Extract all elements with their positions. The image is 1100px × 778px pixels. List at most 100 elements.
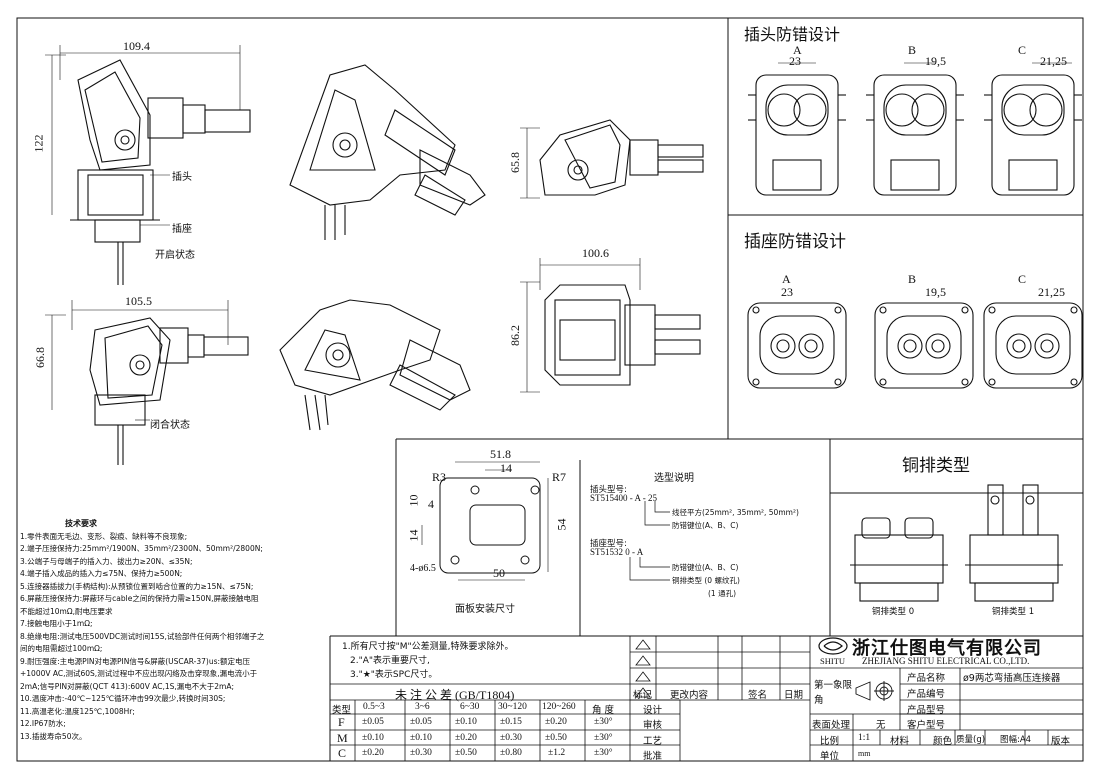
company-name: 浙江仕图电气有限公司	[852, 638, 1042, 659]
panel-bottom-dim: 50	[493, 566, 505, 580]
product-name-label: 产品名称	[907, 673, 946, 684]
tol-cell: ±0.30	[500, 733, 522, 743]
rev-header: 标记	[633, 690, 653, 701]
rev-header: 日期	[784, 690, 804, 701]
company-logo-text: SHITU	[820, 656, 846, 666]
tech-line: 12.IP67防水;	[20, 719, 66, 728]
tol-cell: ±30°	[594, 748, 613, 758]
socket-model-label: 插座型号:	[590, 539, 627, 549]
tol-cell: ±0.20	[545, 717, 567, 727]
panel-h1-dim: 10	[406, 494, 421, 507]
company-name-en: ZHEJIANG SHITU ELECTRICAL CO.,LTD.	[862, 656, 1030, 666]
tech-line: 不能超过10mΩ,耐电压要求	[20, 606, 113, 616]
company-logo-icon	[818, 637, 848, 655]
plug-variant-a-letter: A	[793, 43, 802, 57]
side-view-open	[520, 119, 704, 199]
product-no-label: 产品编号	[907, 689, 946, 700]
closed-height-dim: 66.8	[33, 347, 47, 368]
tech-line: 11.高温老化:温度125℃,1008Hr;	[20, 706, 135, 716]
tol-header: 3~6	[415, 702, 430, 712]
busbar-type-spec: 铜排类型 (0 螺纹孔)	[672, 576, 740, 585]
side-closed-height-dim: 86.2	[508, 325, 522, 346]
rev-header: 签名	[748, 690, 768, 701]
projection-label: 第一象限角	[814, 680, 853, 706]
role-label: 设计	[643, 705, 663, 716]
tech-title: 技术要求	[65, 519, 97, 528]
tol-row-type: F	[338, 715, 345, 729]
panel-h4-dim: 54	[554, 518, 569, 531]
panel-h2-dim: 4	[428, 497, 434, 511]
tech-line: +1000V AC,测试60S,测试过程中不应出现闪络及击穿现象,漏电流小于	[20, 669, 258, 678]
tol-cell: ±1.2	[548, 748, 566, 758]
closed-width-dim: 105.5	[125, 294, 152, 308]
socket-variant-b-letter: B	[908, 272, 917, 286]
tol-cell: ±0.20	[455, 733, 477, 743]
tech-line: 8.绝缘电阻:测试电压500VDC测试时间15S,试验部件任何两个相邻端子之	[20, 631, 265, 641]
tol-cell: ±0.15	[500, 717, 522, 727]
panel-width-dim: 51.8	[490, 447, 511, 461]
panel-r2-dim: R7	[552, 470, 567, 484]
busbar-type0-label: 铜排类型 0	[872, 607, 915, 617]
socket-keying-drawings	[747, 302, 1083, 389]
tech-line: 9.耐压强度:主电源PIN对电源PIN信号&屏蔽(USCAR-37)us:额定电…	[20, 656, 251, 666]
side-open-height-dim: 65.8	[508, 152, 522, 173]
socket-variant-c-dim: 21,25	[1038, 285, 1065, 299]
side-closed-width-dim: 100.6	[582, 246, 609, 260]
customer-model-label: 客户型号	[907, 720, 946, 731]
tol-cell: ±0.50	[545, 733, 567, 743]
tol-cell: ±0.05	[362, 717, 384, 727]
tol-row-type: C	[338, 746, 347, 760]
tech-line: 6.屏蔽压接保持力:屏蔽环与cable之间的保持力需≥150N,屏蔽接触电阻	[20, 594, 259, 603]
socket-variant-b-dim: 19,5	[925, 285, 946, 299]
tech-line: 7.接触电阻小于1mΩ;	[20, 619, 93, 628]
tech-line: 2.端子压接保持力:25mm²/1900N、35mm²/2300N、50mm²/…	[20, 544, 263, 553]
plug-variant-a-dim: 23	[789, 54, 801, 68]
material-label: 材料	[890, 736, 910, 747]
sheet-label: 图幅:A4	[1000, 735, 1032, 745]
plug-variant-b-dim: 19,5	[925, 54, 946, 68]
tech-line: 2mA;信号PIN对屏蔽(QCT 413):600V AC,1S,漏电不大于2m…	[20, 681, 234, 691]
selection-title: 选型说明	[654, 473, 694, 484]
tech-line: 1.零件表面无毛边、变形、裂痕、缺料等不良现象;	[20, 531, 188, 541]
tech-line: 间的电阻需超过100mΩ;	[20, 644, 103, 653]
panel-h3-dim: 14	[406, 529, 421, 542]
busbar-type1-label: 铜排类型 1	[992, 607, 1035, 617]
remarks: 1.所有尺寸按"M"公差测量,特殊要求除外。 2."A"表示重要尺寸, 3."★…	[342, 640, 514, 682]
busbar-type-spec2: (1 通孔)	[708, 589, 737, 598]
iso-view-closed	[279, 299, 471, 431]
product-model-label: 产品型号	[907, 705, 946, 716]
remark-line: 3."★"表示SPC尺寸。	[350, 670, 438, 680]
title-block-grid	[330, 636, 1083, 761]
open-state-view	[45, 45, 251, 285]
open-width-dim: 109.4	[123, 39, 150, 53]
product-name: ø9两芯弯插高压连接器	[963, 673, 1061, 684]
role-label: 批准	[643, 751, 663, 762]
weight-label: 质量(g)	[956, 735, 986, 745]
socket-variant-c-letter: C	[1018, 272, 1027, 286]
tol-header: 6~30	[460, 702, 480, 712]
unit-label: 单位	[820, 751, 840, 762]
side-view-closed	[520, 258, 701, 393]
tol-cell: ±30°	[594, 733, 613, 743]
tol-header: 30~120	[498, 702, 527, 712]
socket-variant-a-dim: 23	[781, 285, 793, 299]
tol-cell: ±0.10	[362, 733, 384, 743]
panel-hole-dim: 4-ø6.5	[410, 563, 436, 574]
tol-header: 角 度	[592, 705, 615, 716]
tol-cell: ±0.20	[362, 748, 384, 758]
tol-cell: ±0.10	[410, 733, 432, 743]
surface-label: 表面处理	[812, 720, 851, 731]
socket-model: ST51532 0 - A	[590, 547, 644, 557]
open-height-dim: 122	[31, 134, 46, 153]
tech-line: 13.插拔寿命50次。	[20, 731, 87, 741]
tol-cell: ±0.30	[410, 748, 432, 758]
tolerance-title: 未 注 公 差 (GB/T1804)	[395, 688, 515, 702]
panel-w2-dim: 14	[500, 461, 512, 475]
panel-title: 面板安装尺寸	[455, 604, 515, 615]
remark-line: 2."A"表示重要尺寸,	[350, 656, 430, 666]
plug-label: 插头	[172, 172, 192, 183]
panel-r1-dim: R3	[432, 470, 447, 484]
tech-requirements: 技术要求 1.零件表面无毛边、变形、裂痕、缺料等不良现象; 2.端子压接保持力:…	[20, 518, 345, 743]
unit-value: mm	[858, 749, 871, 758]
